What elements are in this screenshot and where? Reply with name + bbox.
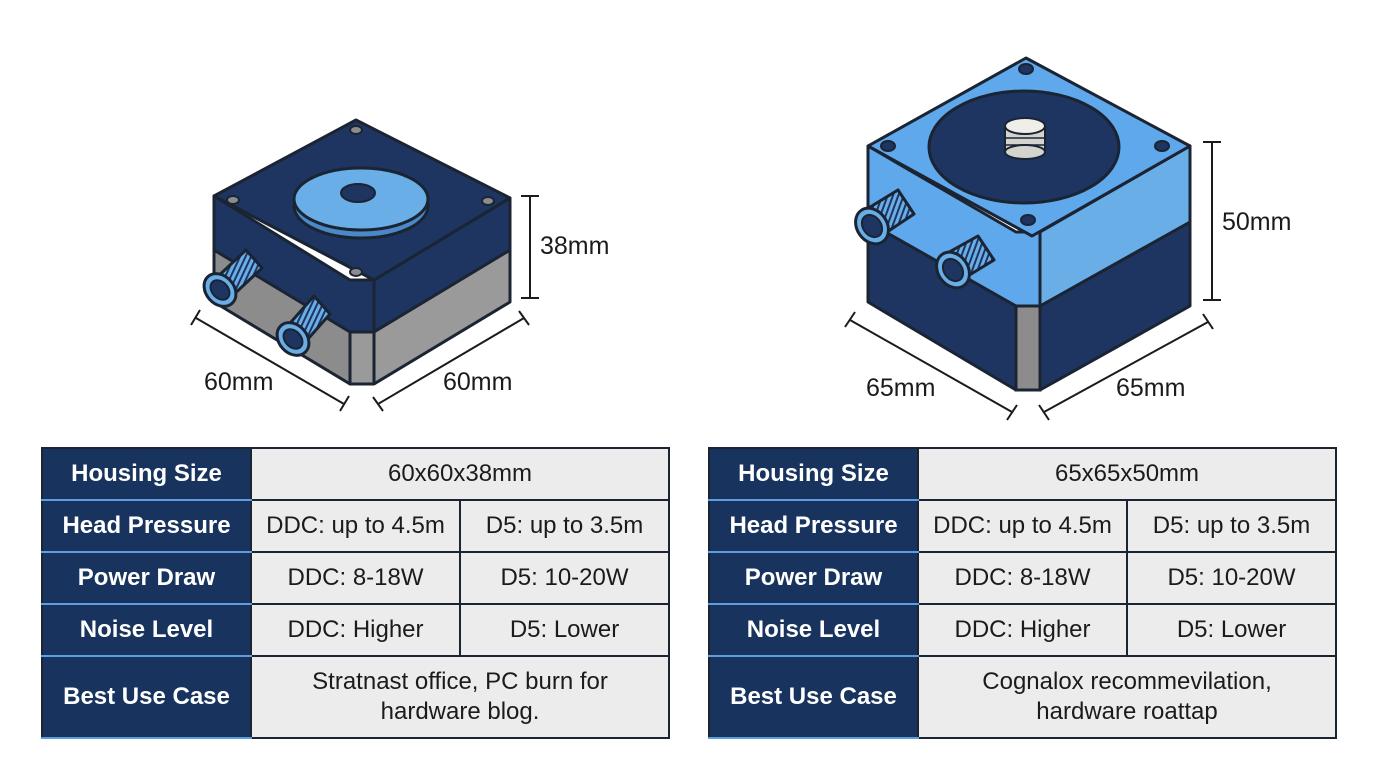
left-pump-outlet-fitting — [275, 294, 332, 357]
left-height-label: 38mm — [540, 232, 610, 260]
left-pump-screw-hole — [226, 195, 240, 205]
head-pressure-d5: D5: up to 3.5m — [1125, 499, 1338, 553]
left-pump-screw-hole — [349, 267, 363, 277]
noise-level-d5: D5: Lower — [458, 603, 671, 657]
left-pump-inlet-fitting — [202, 248, 264, 308]
table-row: Noise Level DDC: Higher D5: Lower — [41, 603, 671, 657]
power-draw-ddc: DDC: 8-18W — [250, 551, 461, 605]
left-pump-dimension-lines — [190, 195, 539, 412]
table-row: Power Draw DDC: 8-18W D5: 10-20W — [708, 551, 1338, 605]
left-pump-screw-hole — [349, 125, 363, 135]
noise-level-ddc: DDC: Higher — [917, 603, 1128, 657]
table-row: Best Use Case Cognalox recommevilation, … — [708, 655, 1338, 739]
right-height-label: 50mm — [1222, 208, 1292, 236]
right-pump-screw-hole — [1020, 214, 1036, 226]
best-use-case-value: Stratnast office, PC burn for hardware b… — [249, 655, 671, 739]
row-label-power-draw: Power Draw — [41, 551, 252, 605]
housing-size-value: 65x65x50mm — [916, 447, 1338, 501]
row-label-noise-level: Noise Level — [708, 603, 919, 657]
left-pump — [190, 118, 539, 412]
row-label-head-pressure: Head Pressure — [708, 499, 919, 553]
noise-level-ddc: DDC: Higher — [250, 603, 461, 657]
row-label-power-draw: Power Draw — [708, 551, 919, 605]
row-label-best-use-case: Best Use Case — [708, 655, 919, 739]
table-row: Head Pressure DDC: up to 4.5m D5: up to … — [708, 499, 1338, 553]
power-draw-ddc: DDC: 8-18W — [917, 551, 1128, 605]
right-pump-dimension-lines — [844, 141, 1221, 421]
best-use-case-value: Cognalox recommevilation, hardware roatt… — [916, 655, 1338, 739]
power-draw-d5: D5: 10-20W — [458, 551, 671, 605]
left-spec-table: Housing Size 60x60x38mm Head Pressure DD… — [41, 447, 671, 739]
right-pump-screw-hole — [1154, 140, 1170, 152]
right-depth-label: 65mm — [1116, 374, 1186, 402]
table-row: Best Use Case Stratnast office, PC burn … — [41, 655, 671, 739]
right-pump-base-corner — [1014, 304, 1042, 392]
table-row: Power Draw DDC: 8-18W D5: 10-20W — [41, 551, 671, 605]
left-pump-screw-hole — [481, 196, 495, 206]
left-depth-label: 60mm — [443, 368, 513, 396]
right-pump-top-plug — [1004, 117, 1046, 160]
head-pressure-ddc: DDC: up to 4.5m — [250, 499, 461, 553]
table-row: Housing Size 60x60x38mm — [41, 447, 671, 501]
left-pump-center-hole — [340, 183, 376, 203]
right-pump-screw-hole — [880, 140, 896, 152]
row-label-head-pressure: Head Pressure — [41, 499, 252, 553]
row-label-housing-size: Housing Size — [41, 447, 252, 501]
left-width-label: 60mm — [204, 368, 274, 396]
power-draw-d5: D5: 10-20W — [1125, 551, 1338, 605]
right-pump — [844, 56, 1221, 421]
head-pressure-d5: D5: up to 3.5m — [458, 499, 671, 553]
right-width-label: 65mm — [866, 374, 936, 402]
right-pump-screw-hole — [1018, 63, 1034, 75]
table-row: Head Pressure DDC: up to 4.5m D5: up to … — [41, 499, 671, 553]
right-pump-inlet-fitting — [854, 188, 916, 246]
housing-size-value: 60x60x38mm — [249, 447, 671, 501]
row-label-housing-size: Housing Size — [708, 447, 919, 501]
table-row: Noise Level DDC: Higher D5: Lower — [708, 603, 1338, 657]
row-label-best-use-case: Best Use Case — [41, 655, 252, 739]
right-pump-outlet-fitting — [935, 234, 996, 290]
right-spec-table: Housing Size 65x65x50mm Head Pressure DD… — [708, 447, 1338, 739]
noise-level-d5: D5: Lower — [1125, 603, 1338, 657]
row-label-noise-level: Noise Level — [41, 603, 252, 657]
table-row: Housing Size 65x65x50mm — [708, 447, 1338, 501]
head-pressure-ddc: DDC: up to 4.5m — [917, 499, 1128, 553]
